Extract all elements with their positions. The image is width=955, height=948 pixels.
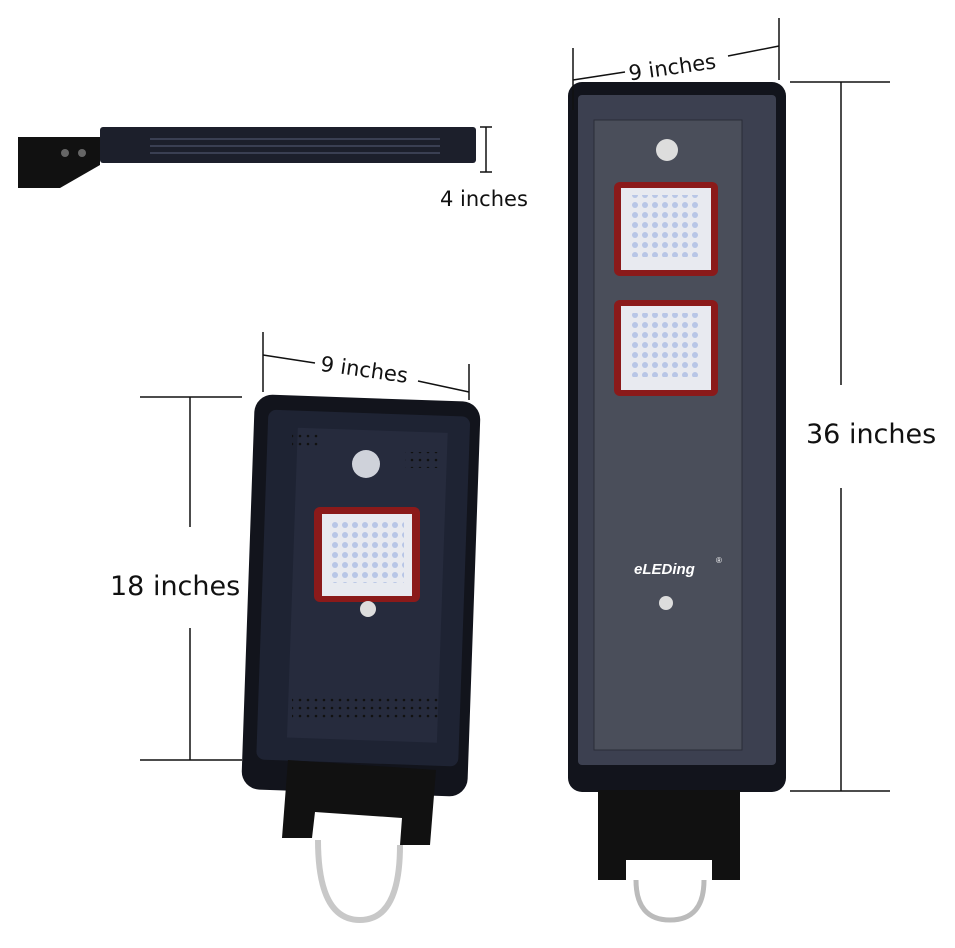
side-height-label: 4 inches xyxy=(440,187,528,211)
large-light: eLEDing ® xyxy=(568,82,786,923)
dimension-side-height xyxy=(480,126,492,173)
led-module xyxy=(614,300,718,396)
dimension-small-height xyxy=(140,396,242,761)
led-module xyxy=(614,182,718,276)
dimension-large-width xyxy=(572,18,780,110)
dimension-large-height xyxy=(790,81,890,792)
large-height-label: 36 inches xyxy=(806,419,936,450)
small-height-label: 18 inches xyxy=(110,571,240,602)
large-width-label: 9 inches xyxy=(627,49,717,85)
small-width-label: 9 inches xyxy=(319,352,409,388)
registered-mark: ® xyxy=(716,556,722,565)
led-module xyxy=(314,507,420,602)
side-view-light xyxy=(18,127,476,188)
small-light xyxy=(241,394,481,924)
dimension-small-width xyxy=(262,332,470,400)
brand-logo: eLEDing xyxy=(634,561,695,578)
